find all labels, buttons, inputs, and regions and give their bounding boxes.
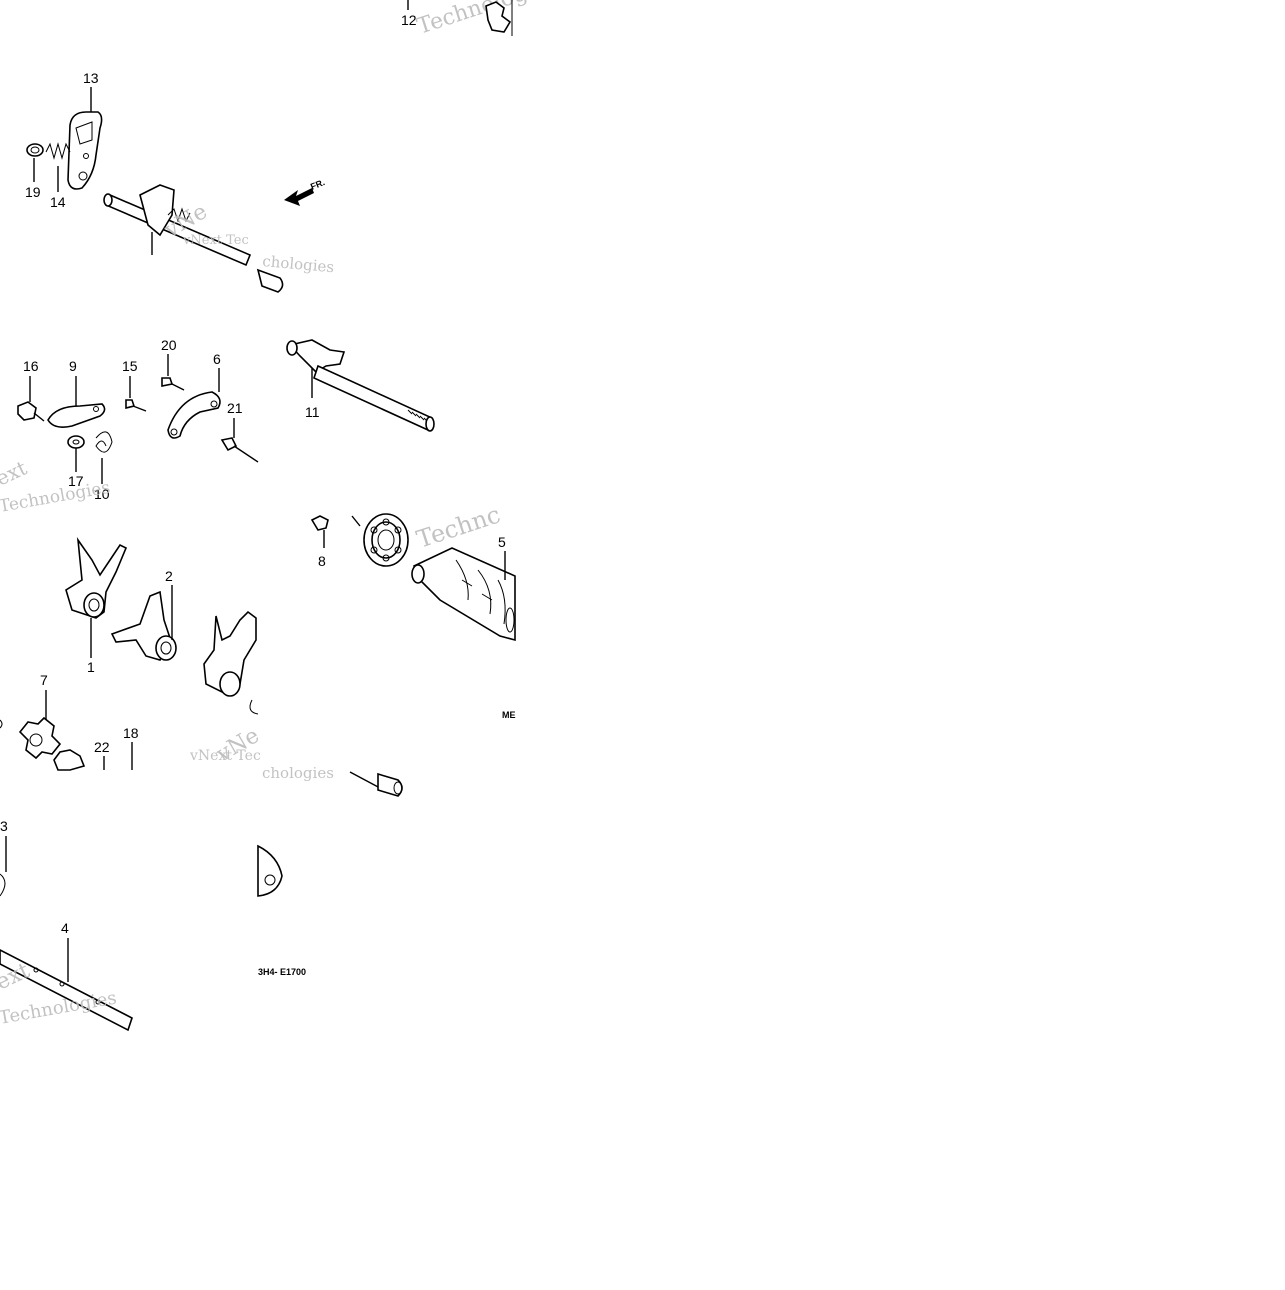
ref-code-right: ME (502, 710, 516, 720)
callout-5: 5 (498, 534, 506, 550)
front-arrow-label: FR. (309, 177, 326, 192)
callout-4: 4 (61, 920, 69, 936)
callout-14: 14 (50, 194, 66, 210)
spring-fragment (485, 1, 512, 33)
callout-9: 9 (69, 358, 77, 374)
callout-7: 7 (40, 672, 48, 688)
tile-cam-plate: 3H4- E1700 (257, 844, 306, 977)
callout-17: 17 (68, 473, 84, 489)
callout-21: 21 (227, 400, 243, 416)
watermark-text: chologies (262, 252, 335, 276)
tile-fasteners: 16 9 15 20 6 21 17 (0, 337, 259, 517)
callout-22: 22 (94, 739, 110, 755)
bolt-15 (125, 399, 136, 410)
tile-shift-drum: 8 Technc 5 ME (310, 500, 516, 720)
guide-bar-4 (0, 949, 133, 1032)
gear-22 (53, 749, 86, 771)
tile-shift-spindle: 11 (286, 339, 435, 432)
callout-10: 10 (94, 486, 110, 502)
callout-19: 19 (25, 184, 41, 200)
watermark-text: vNext Tec (189, 748, 261, 764)
shift-arm (139, 184, 175, 237)
pivot-pin (256, 268, 284, 293)
shift-spindle-11 (313, 364, 433, 432)
shift-drum-5 (412, 547, 516, 642)
bolt-20 (161, 377, 174, 387)
cam-plate (257, 844, 283, 897)
bolt-16 (17, 401, 37, 421)
callout-11: 11 (305, 404, 320, 420)
callout-8: 8 (318, 553, 326, 569)
callout-18: 18 (123, 725, 139, 741)
stopper-arm-9 (47, 403, 106, 428)
spring-10 (95, 431, 113, 453)
callout-12: 12 (401, 12, 417, 28)
stopper-plate (67, 111, 103, 190)
callout-15: 15 (122, 358, 138, 374)
clip-19 (26, 143, 44, 157)
watermark-text: Technc (413, 500, 504, 553)
ref-code-bottom: 3H4- E1700 (258, 967, 306, 977)
pin-8 (310, 515, 329, 531)
tile-shift-forks: 1 2 7 22 18 vNe vNext Tec (0, 537, 264, 771)
callout-6: 6 (213, 351, 221, 367)
plate-6 (167, 391, 221, 439)
collar (377, 772, 403, 797)
callout-16: 16 (23, 358, 39, 374)
bolt-21 (220, 437, 238, 452)
shift-fork-1 (65, 537, 128, 619)
tile-guide-bar: 3 4 ext Technologies (0, 818, 133, 1032)
spring-14 (45, 142, 71, 160)
callout-2: 2 (165, 568, 173, 584)
washer-17 (67, 435, 85, 449)
callout-1: 1 (87, 659, 95, 675)
front-arrow-icon (284, 188, 314, 206)
spindle-arm (288, 339, 346, 374)
tile-top-right: 12 Technologies (401, 0, 560, 40)
watermark-text: vNext Tec (182, 233, 249, 248)
callout-3: 3 (0, 818, 8, 834)
shift-cam-7 (18, 716, 62, 760)
tile-collar: chologies (262, 764, 403, 797)
callout-20: 20 (161, 337, 177, 353)
tile-shift-shaft-group: 13 19 14 vNe vNext Tec FR. chologies (25, 70, 335, 293)
watermark-text: ext (0, 456, 30, 491)
shift-fork-3 (203, 610, 257, 695)
callout-13: 13 (83, 70, 99, 86)
watermark-text: chologies (262, 764, 334, 782)
